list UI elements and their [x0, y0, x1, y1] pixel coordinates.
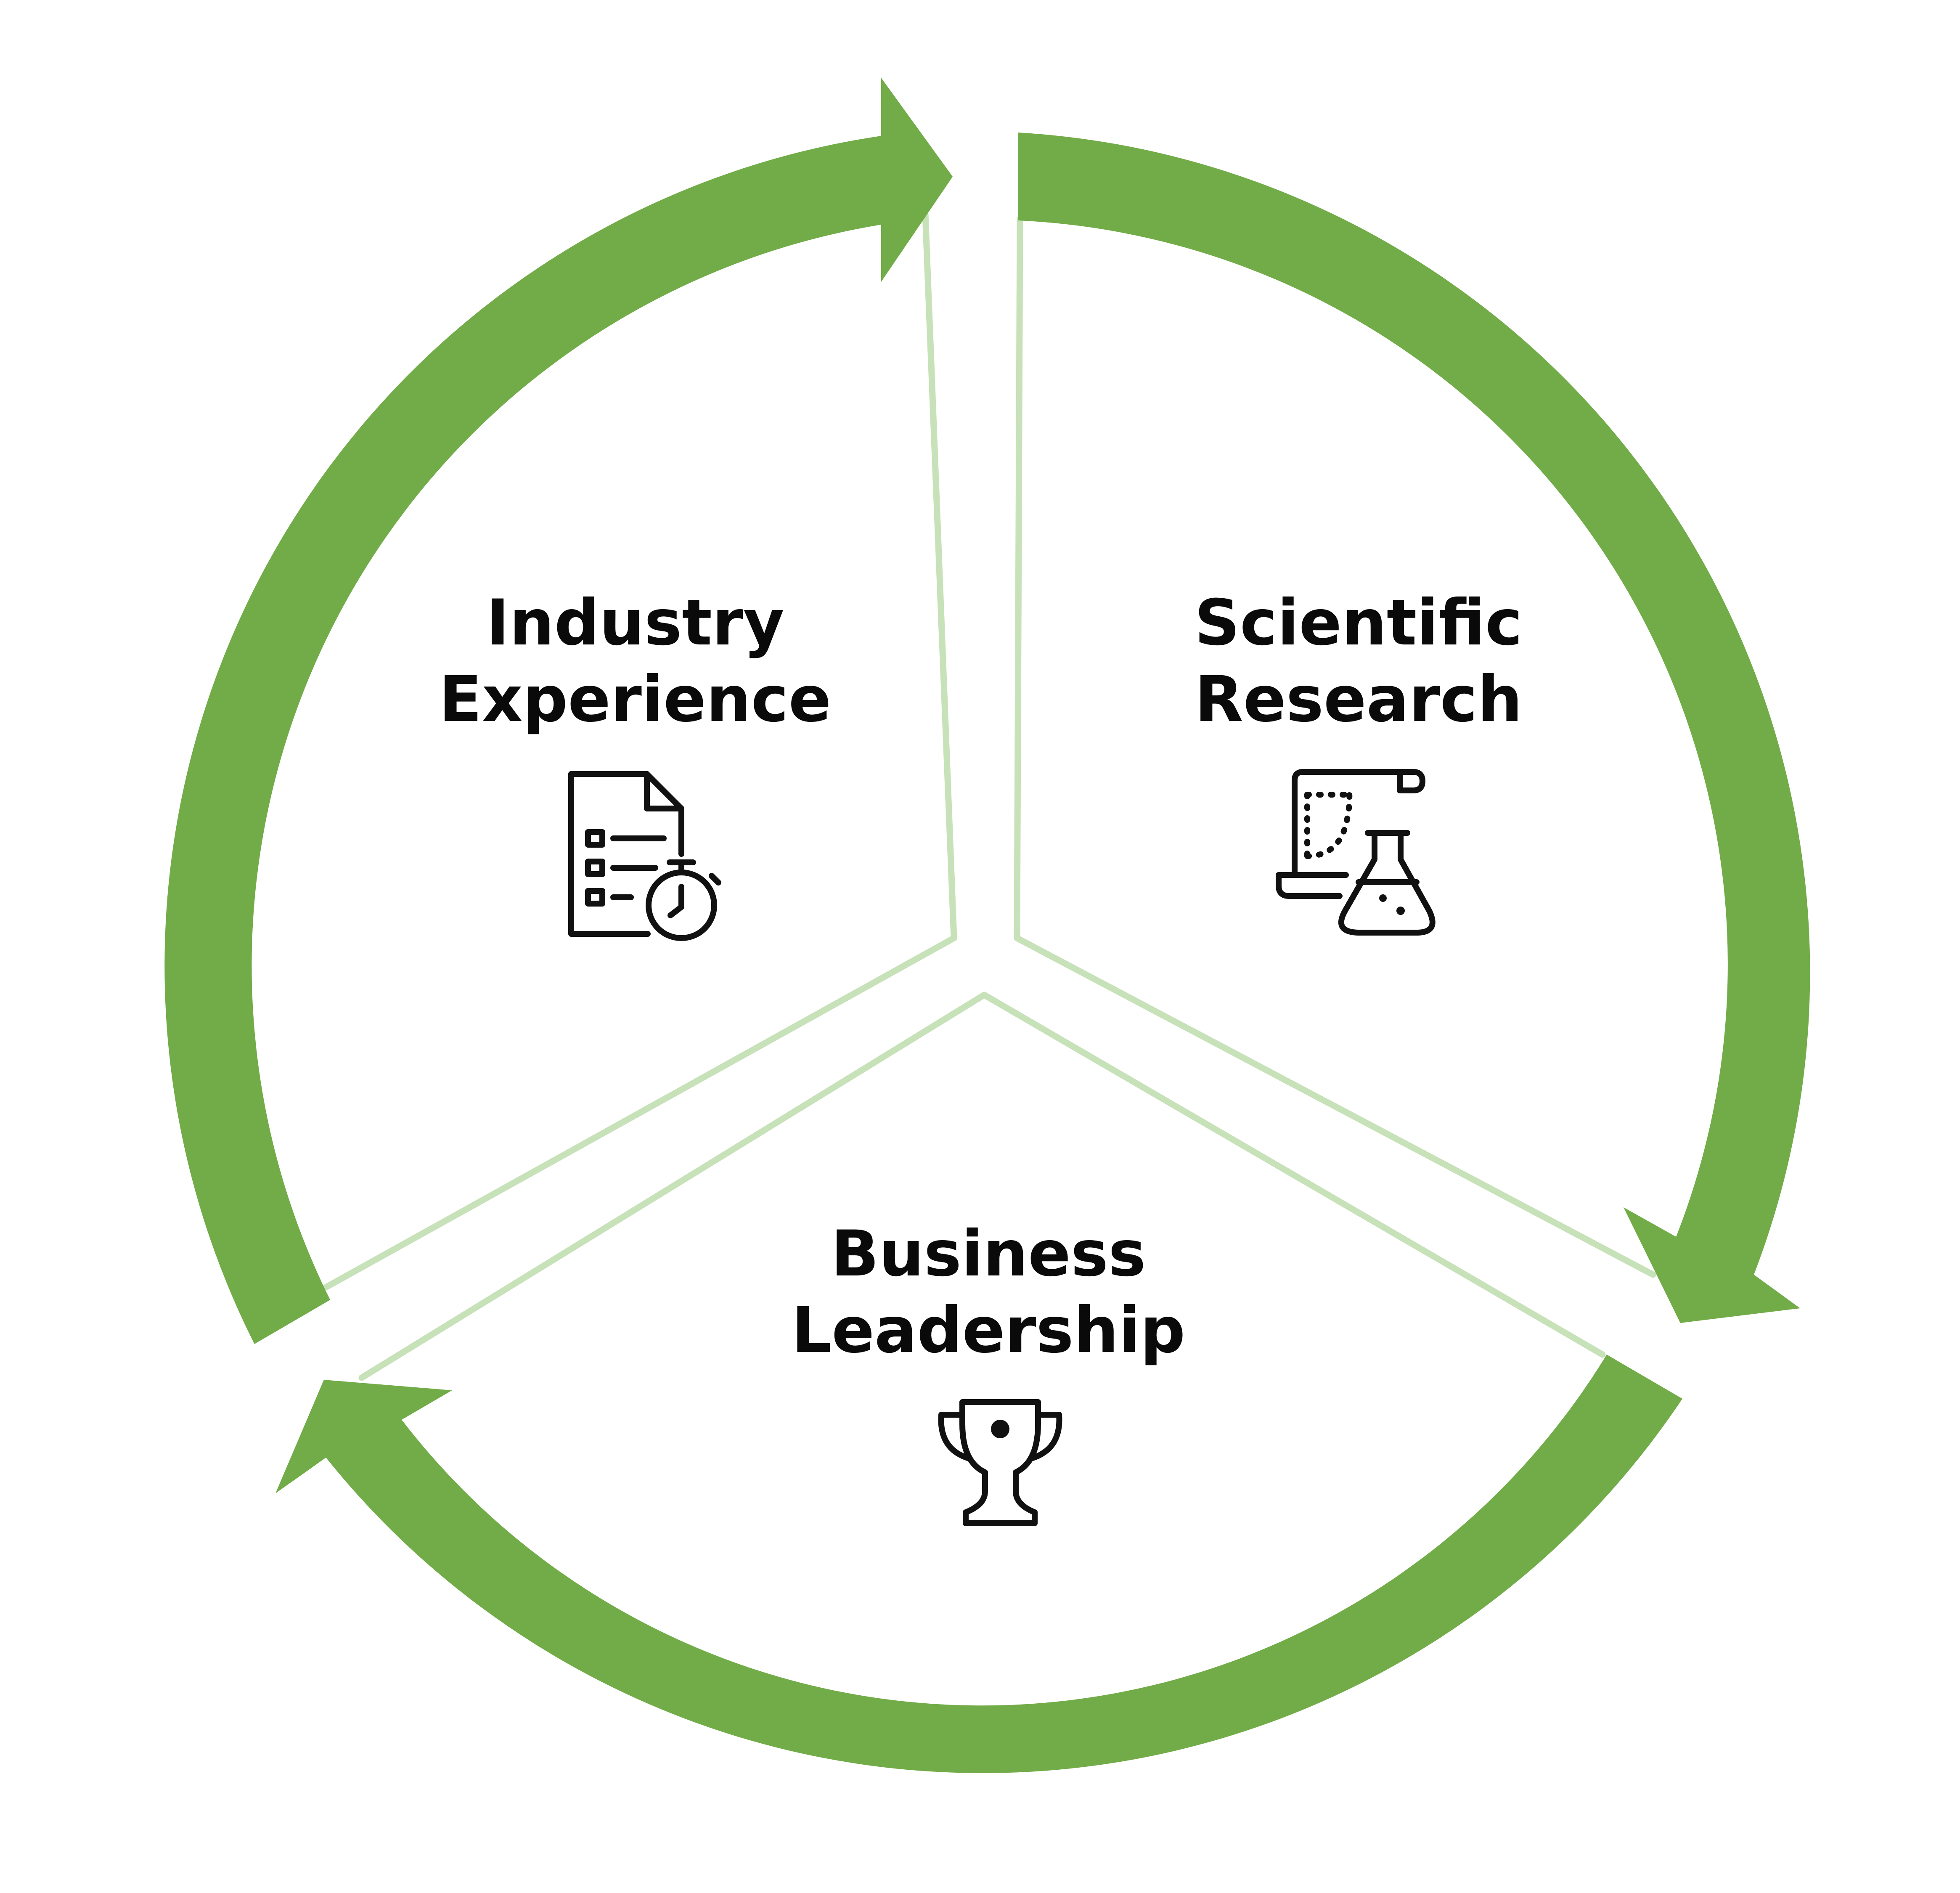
- arrow-business-to-industry: [275, 1355, 1682, 1774]
- cycle-arrows: [164, 78, 1810, 1774]
- label-business-line2: Leadership: [791, 1294, 1186, 1367]
- divider-business: [358, 992, 1606, 1381]
- trophy-icon: [934, 1395, 1068, 1533]
- label-industry-line1: Industry: [486, 586, 784, 660]
- label-science-line1: Scientific: [1194, 586, 1523, 660]
- label-science-line2: Research: [1195, 663, 1523, 736]
- label-business-leadership: Business Leadership: [715, 1216, 1262, 1369]
- document-stopwatch-icon: [564, 770, 723, 946]
- arrow-science-to-business: [1018, 133, 1810, 1323]
- label-industry-experience: Industry Experience: [362, 585, 908, 738]
- scroll-flask-icon: [1274, 768, 1451, 944]
- label-business-line1: Business: [831, 1217, 1146, 1291]
- label-scientific-research: Scientific Research: [1085, 585, 1632, 738]
- arrow-industry-to-science: [164, 78, 953, 1344]
- divider-science: [1014, 215, 1656, 1278]
- divider-industry: [323, 211, 957, 1291]
- label-industry-line2: Experience: [439, 663, 832, 736]
